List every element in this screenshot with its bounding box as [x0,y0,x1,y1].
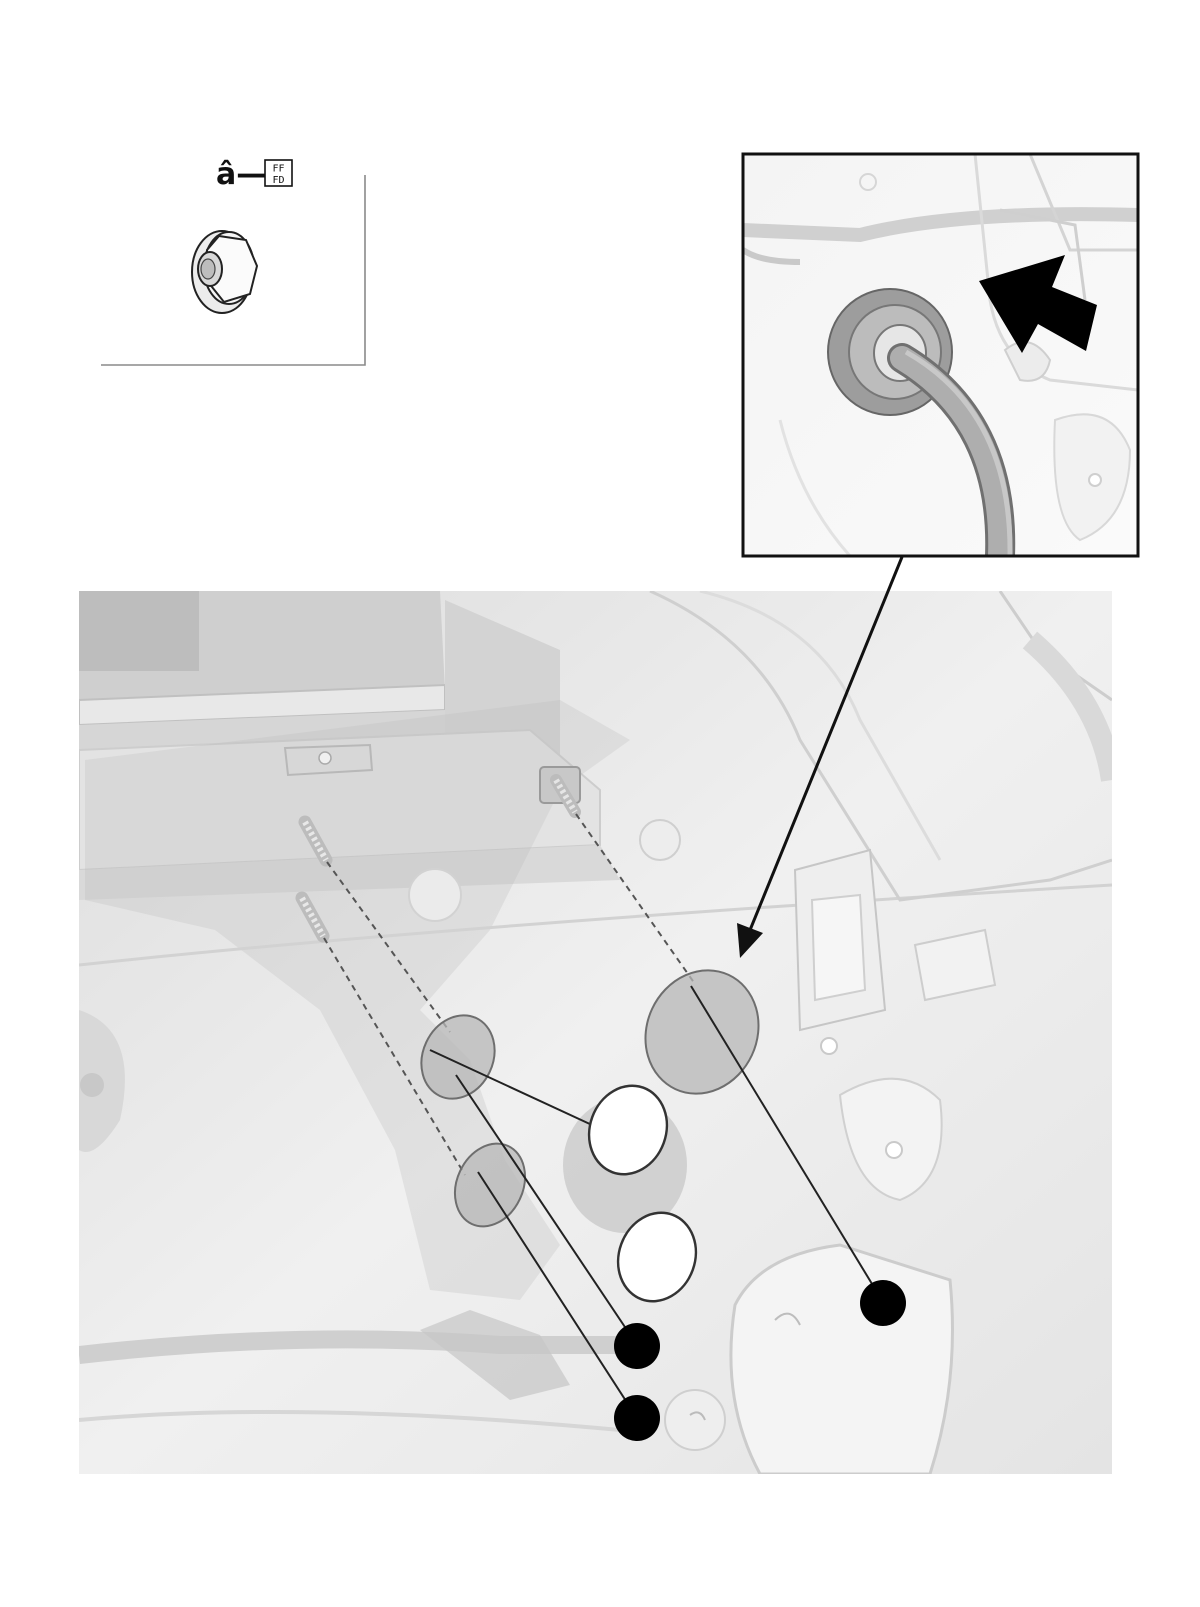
callout-open-2 [616,1211,698,1303]
service-hole-large [644,969,760,1095]
detail-inset [741,152,1140,558]
glyph-code-top: FF [272,164,284,175]
callout-filled-1 [614,1323,660,1369]
flange-nut-icon [191,230,259,314]
detail-pointer-arrow [737,556,904,958]
fastener-legend: â— FF FD [101,157,366,366]
leader-lines [429,985,884,1419]
service-hole-upper [420,1014,496,1100]
stud-3 [295,891,330,943]
legend-frame [101,175,366,366]
alignment-lines [323,813,696,1176]
unknown-glyph-box: FF FD [264,159,293,187]
main-illustration [79,591,1112,1474]
stud-2 [298,815,333,867]
callout-open-1 [587,1084,669,1176]
service-hole-lower [454,1142,526,1228]
stud-1 [539,766,581,818]
callout-filled-2 [614,1395,660,1441]
push-arrow-icon [979,255,1097,353]
callout-filled-3 [860,1280,906,1326]
inset-frame [741,152,1140,558]
glyph-code-bottom: FD [272,175,284,186]
fastener-legend-label: â— [216,157,266,192]
